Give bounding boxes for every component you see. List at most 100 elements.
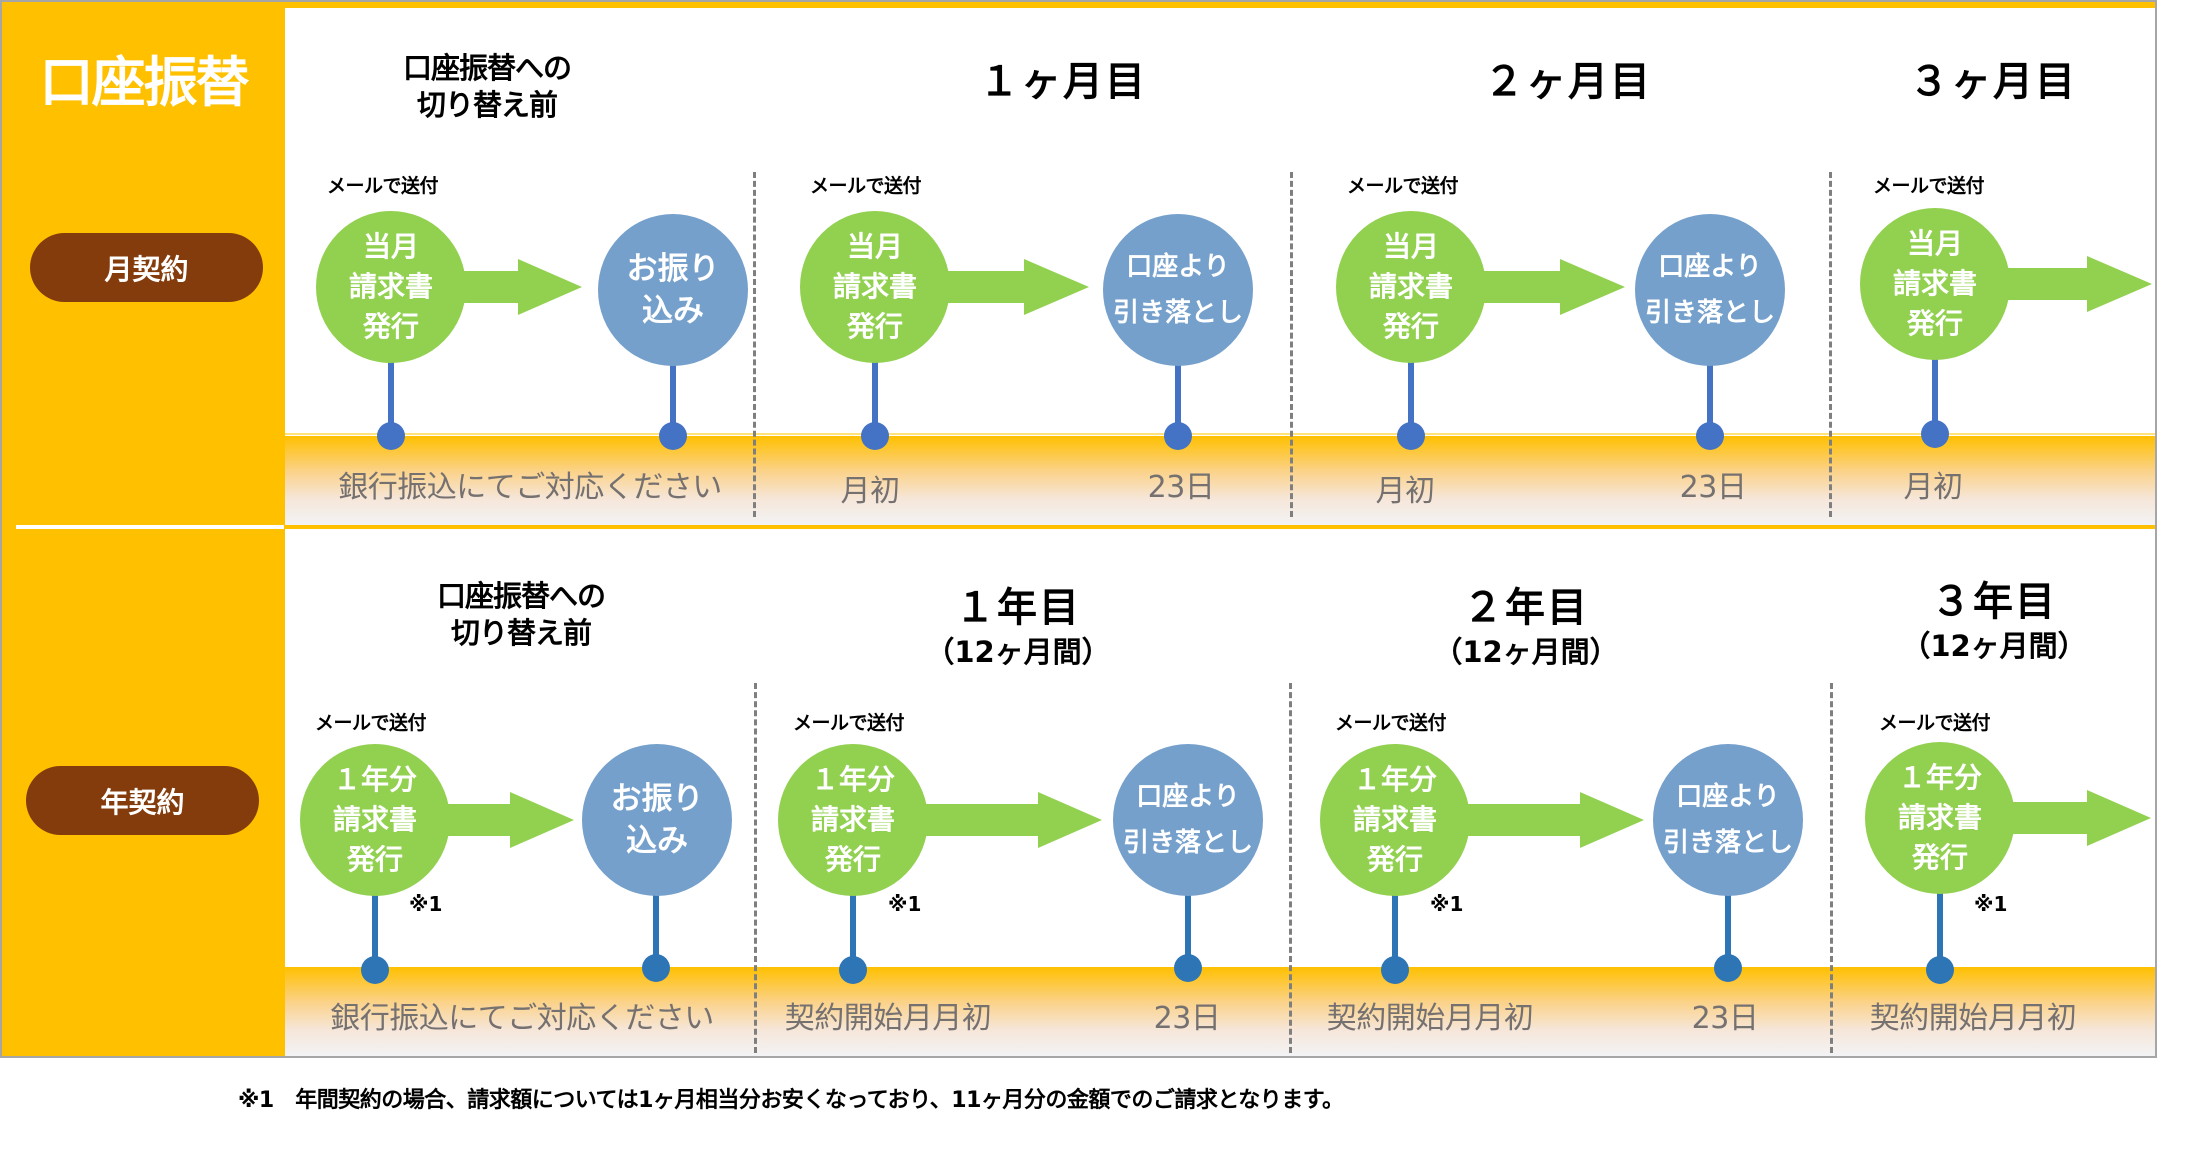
- account-debit-node: 口座より 引き落とし: [1635, 214, 1785, 366]
- band-label: 月初: [1375, 474, 1436, 509]
- arrow-right-icon: [912, 792, 1102, 848]
- band-label: 契約開始月月初: [1869, 1001, 2077, 1036]
- invoice-issue-node: １年分 請求書 発行: [1865, 742, 2015, 894]
- monthly-header-month-3: ３ヶ月目: [1909, 59, 2077, 105]
- pin-dot: [839, 956, 867, 984]
- annual-timeline-band: [285, 967, 2155, 1056]
- pin-dot: [861, 422, 889, 450]
- node-text: 請求書: [1897, 801, 1982, 834]
- header-line: 切り替え前: [450, 616, 592, 650]
- node-text: １年分: [1897, 761, 1982, 794]
- node-text: 口座より: [1658, 252, 1762, 282]
- node-text: 発行: [346, 843, 403, 876]
- header-line: 口座振替への: [436, 579, 606, 613]
- pin-dot: [1696, 422, 1724, 450]
- invoice-issue-node: 当月 請求書 発行: [1860, 208, 2010, 360]
- invoice-issue-node: 当月 請求書 発行: [316, 211, 466, 363]
- footnote-mark: ※1: [409, 892, 443, 916]
- account-debit-node: 口座より 引き落とし: [1113, 744, 1263, 896]
- band-label: 契約開始月月初: [1326, 1001, 1534, 1036]
- node-text: 発行: [846, 310, 903, 343]
- arrow-right-icon: [1994, 256, 2152, 312]
- mail-label: メールで送付: [810, 175, 922, 197]
- left-divider: [16, 525, 284, 529]
- node-text: １年分: [332, 763, 417, 796]
- top-border-strip: [285, 2, 2155, 8]
- node-text: 当月: [1382, 230, 1439, 263]
- node-text: 請求書: [332, 803, 417, 836]
- node-text: 発行: [1366, 843, 1423, 876]
- row-divider: [285, 525, 2155, 529]
- band-label: 契約開始月月初: [784, 1001, 992, 1036]
- node-text: 込み: [642, 293, 704, 329]
- node-text: 口座より: [1126, 252, 1230, 282]
- account-debit-node: 口座より 引き落とし: [1653, 744, 1803, 896]
- node-text: 引き落とし: [1122, 828, 1253, 858]
- node-text: 当月: [1906, 227, 1963, 260]
- left-panel: [2, 2, 285, 1056]
- header-year: １年目: [954, 585, 1081, 631]
- diagram-frame: [0, 0, 2157, 1058]
- monthly-header-month-1: １ヶ月目: [979, 59, 1147, 105]
- node-text: 発行: [1906, 307, 1963, 340]
- header-period: （12ヶ月間）: [1901, 629, 2087, 663]
- header-period: （12ヶ月間）: [925, 635, 1111, 669]
- arrow-right-icon: [1470, 259, 1625, 315]
- footnote-mark: ※1: [888, 892, 922, 916]
- bank-transfer-node: お振り 込み: [598, 214, 748, 366]
- node-text: １年分: [1352, 763, 1437, 796]
- header-period: （12ヶ月間）: [1433, 635, 1619, 669]
- node-text: お振り: [626, 251, 720, 287]
- band-label: 23日: [1147, 470, 1215, 505]
- pin-dot: [1174, 954, 1202, 982]
- node-text: 請求書: [810, 803, 895, 836]
- arrow-right-icon: [934, 259, 1089, 315]
- bank-transfer-node: お振り 込み: [582, 744, 732, 896]
- node-text: 口座より: [1136, 782, 1240, 812]
- pin-dot: [1926, 956, 1954, 984]
- pin-dot: [1921, 420, 1949, 448]
- node-text: 当月: [362, 230, 419, 263]
- node-text: １年分: [810, 763, 895, 796]
- pin-dot: [1164, 422, 1192, 450]
- node-text: 当月: [846, 230, 903, 263]
- pin-dot: [1397, 422, 1425, 450]
- annual-header-before-switch: 口座振替への 切り替え前: [436, 578, 606, 652]
- arrow-right-icon: [1999, 790, 2151, 846]
- mail-label: メールで送付: [1879, 712, 1991, 734]
- node-text: 引き落とし: [1644, 298, 1775, 328]
- node-text: お振り: [610, 781, 704, 817]
- band-label: 23日: [1153, 1001, 1221, 1036]
- period-separator: [1830, 683, 1833, 1053]
- invoice-issue-node: 当月 請求書 発行: [800, 211, 950, 363]
- node-text: 発行: [1911, 841, 1968, 874]
- mail-label: メールで送付: [793, 712, 905, 734]
- arrow-right-icon: [450, 259, 582, 315]
- node-text: 引き落とし: [1662, 828, 1793, 858]
- period-separator: [753, 172, 756, 517]
- invoice-issue-node: 当月 請求書 発行: [1336, 211, 1486, 363]
- node-text: 口座より: [1676, 782, 1780, 812]
- period-separator: [1289, 683, 1292, 1053]
- band-label: 23日: [1691, 1001, 1759, 1036]
- footnote: ※1 年間契約の場合、請求額については1ヶ月相当分お安くなっており、11ヶ月分の…: [238, 1088, 1344, 1113]
- pin-dot: [1381, 956, 1409, 984]
- mail-label: メールで送付: [1335, 712, 1447, 734]
- node-text: 込み: [626, 823, 688, 859]
- pin-dot: [361, 956, 389, 984]
- mail-label: メールで送付: [1873, 175, 1985, 197]
- annual-header-year-2: ２年目 （12ヶ月間）: [1433, 584, 1618, 672]
- monthly-header-before-switch: 口座振替への 切り替え前: [403, 50, 572, 124]
- footnote-mark: ※1: [1974, 892, 2008, 916]
- node-text: 発行: [824, 843, 881, 876]
- monthly-band-topline: [285, 433, 2155, 435]
- mail-label: メールで送付: [1347, 175, 1459, 197]
- node-text: 発行: [1382, 310, 1439, 343]
- node-text: 請求書: [348, 270, 433, 303]
- account-debit-node: 口座より 引き落とし: [1103, 214, 1253, 366]
- period-separator: [1290, 172, 1293, 517]
- band-label: 月初: [1903, 470, 1964, 505]
- mail-label: メールで送付: [327, 175, 439, 197]
- node-text: 請求書: [1368, 270, 1453, 303]
- arrow-right-icon: [1454, 792, 1644, 848]
